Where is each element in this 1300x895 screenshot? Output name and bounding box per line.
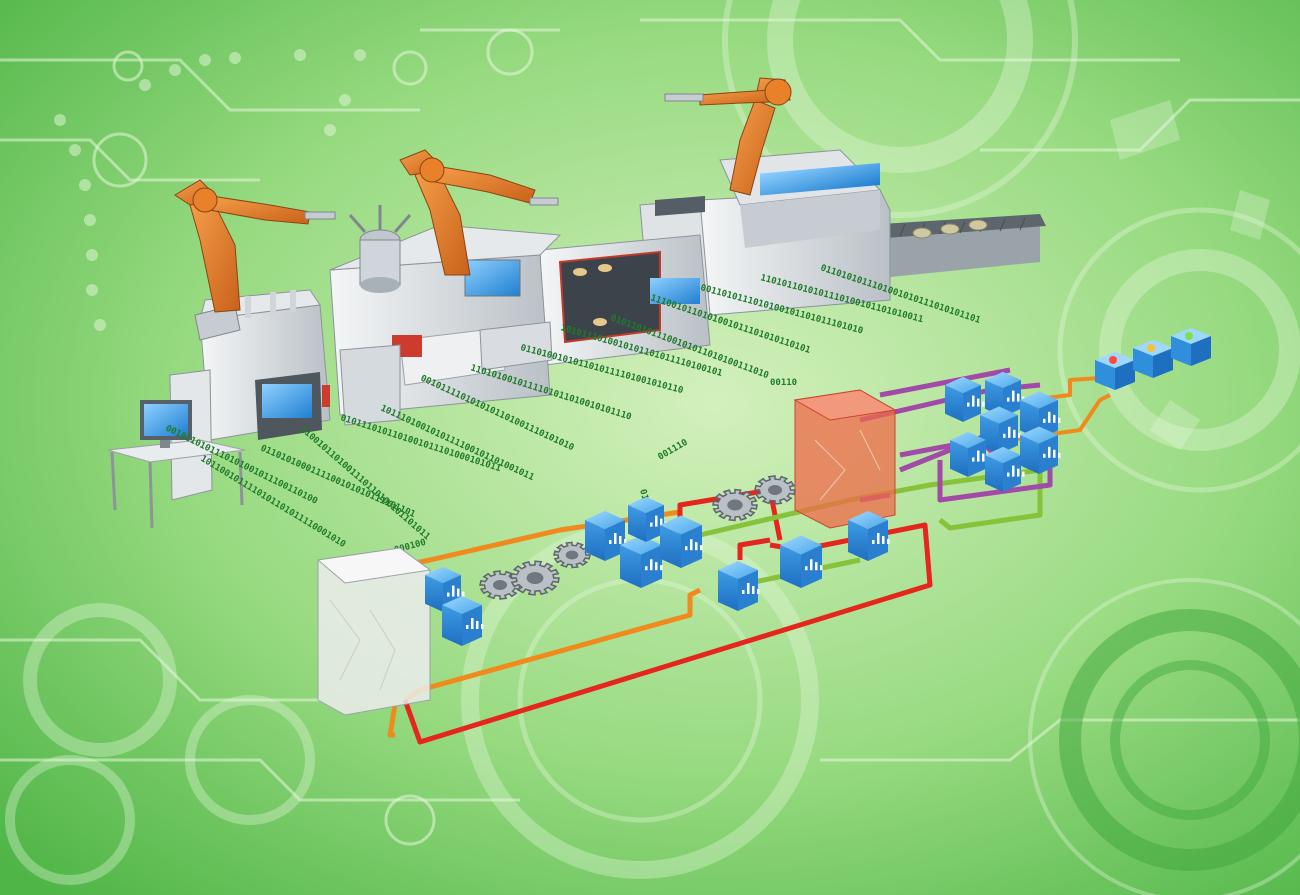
status-light-icon (1171, 328, 1211, 366)
status-lights (1095, 328, 1211, 390)
server-rack-icon (316, 547, 432, 716)
robot-arm-icon (174, 179, 336, 341)
data-modules (425, 371, 1061, 646)
data-module-icon (1020, 426, 1061, 474)
gear-icon (712, 488, 758, 522)
data-module-icon (628, 496, 668, 542)
data-module-icon (945, 376, 985, 422)
conveyor-belt-icon (880, 214, 1046, 278)
robot-arm-icon (664, 77, 792, 196)
machine-cabinet-icon (539, 234, 711, 366)
background-circuit-decoration (0, 18, 1300, 846)
robot-arm-icon (399, 149, 559, 276)
status-light-icon (1133, 340, 1173, 378)
data-module-icon (620, 535, 663, 589)
data-module-icon (848, 511, 890, 561)
background-dot-arcs (54, 49, 366, 331)
gear-icon (553, 541, 591, 569)
orange-data-line (387, 704, 398, 738)
data-module-icon (660, 515, 703, 569)
data-module-icon (950, 431, 990, 477)
binary-label: 00110 (770, 378, 797, 388)
data-module-icon (442, 596, 484, 646)
data-module-icon (985, 446, 1025, 492)
data-module-icon (780, 535, 823, 589)
workstation-desk (107, 400, 246, 529)
gear-icon (510, 560, 560, 596)
monitor-icon (140, 400, 192, 448)
server-rack-icon (793, 389, 897, 529)
red-data-line (737, 537, 771, 560)
data-module-icon (980, 406, 1021, 454)
data-module-icon (718, 561, 760, 611)
gear-icon (479, 570, 521, 600)
purple-data-line (879, 367, 1011, 398)
gear-icon (754, 475, 796, 505)
gear-cluster (479, 475, 796, 600)
status-light-icon (1095, 352, 1135, 390)
